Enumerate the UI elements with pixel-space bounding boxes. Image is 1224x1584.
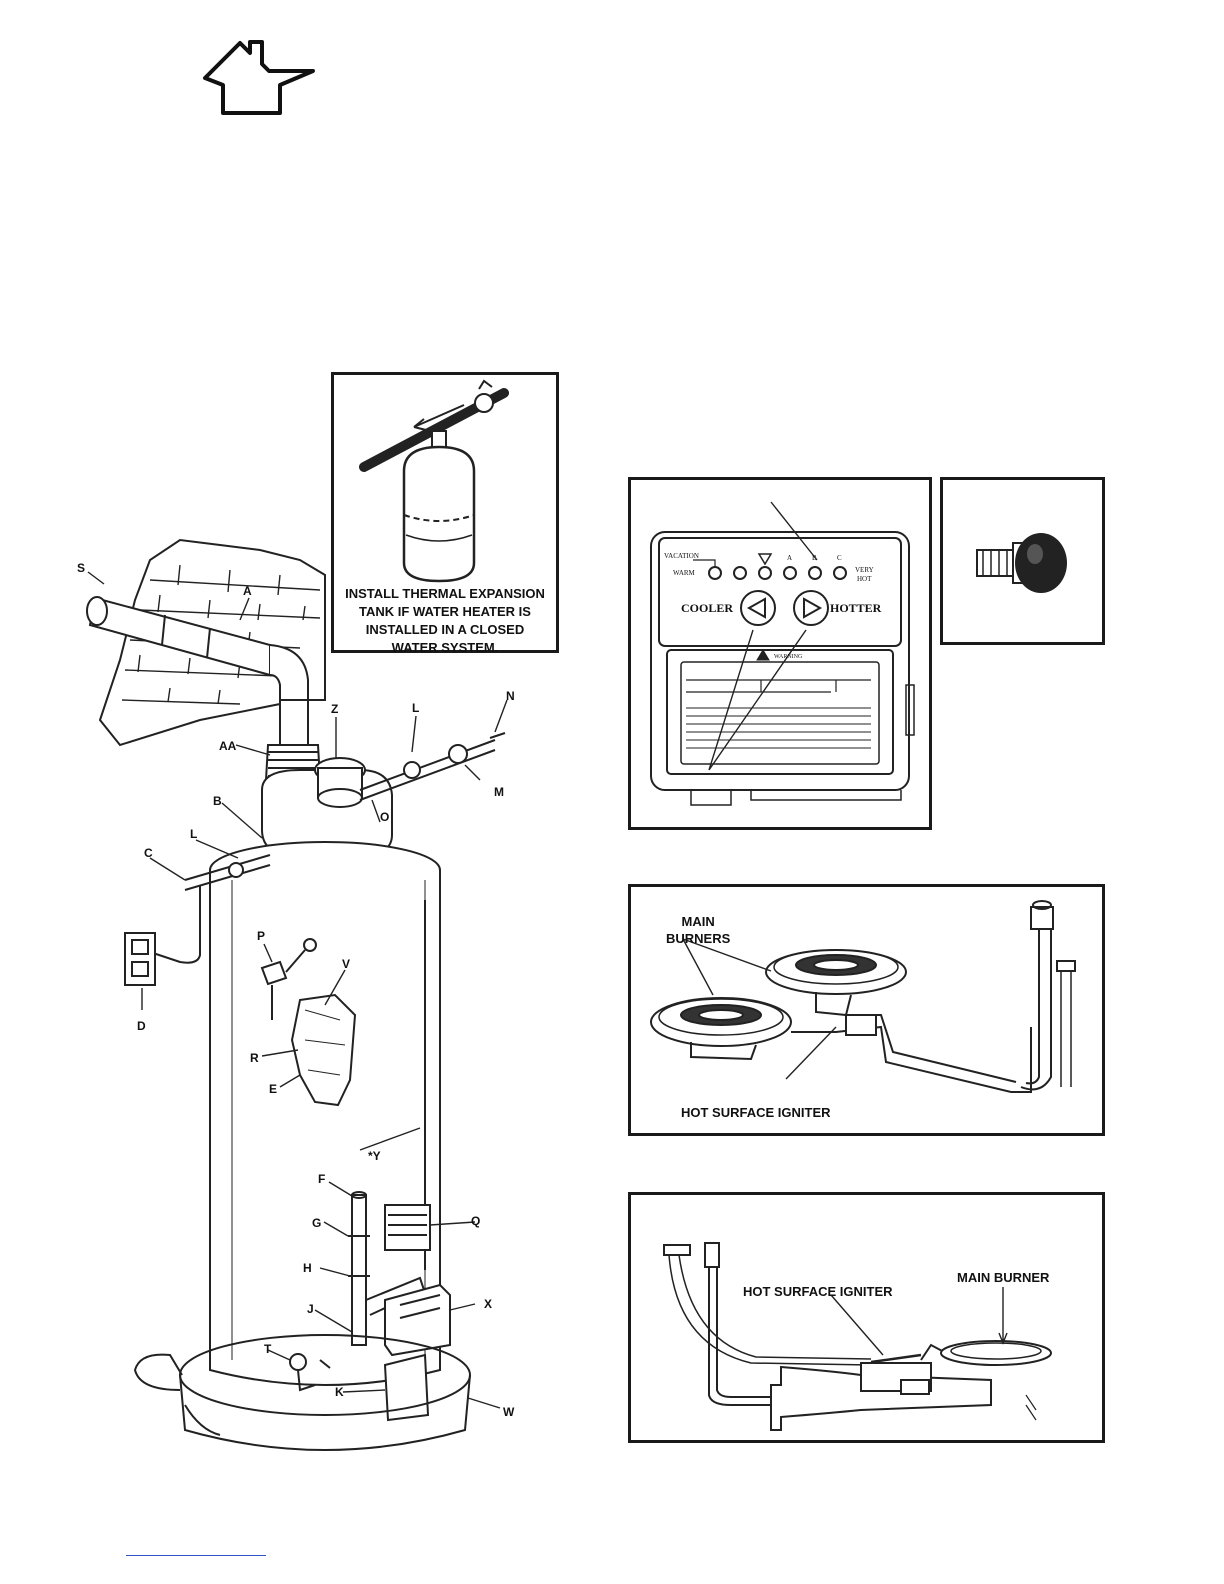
label-H: H: [303, 1262, 312, 1274]
hot-surface-igniter-label-2: HOT SURFACE IGNITER: [743, 1283, 893, 1300]
indicator-warm-label: WARM: [673, 569, 695, 577]
label-P: P: [257, 930, 265, 942]
label-G: G: [312, 1217, 321, 1229]
burner-box-1: MAIN BURNERS HOT SURFACE IGNITER: [628, 884, 1105, 1136]
knob-box: [940, 477, 1105, 645]
indicator-b-label: B: [812, 554, 817, 562]
cooler-label: COOLER: [681, 601, 733, 616]
label-T: T: [264, 1343, 271, 1355]
indicator-c-label: C: [837, 554, 842, 562]
label-Q: Q: [471, 1215, 480, 1227]
label-Y: *Y: [368, 1150, 381, 1162]
main-burners-line-1: MAIN: [666, 913, 730, 930]
label-AA: AA: [219, 740, 236, 752]
label-E: E: [269, 1083, 277, 1095]
indicator-very-label: VERY: [855, 566, 874, 574]
hotter-label: HOTTER: [830, 601, 881, 616]
label-L-left: L: [190, 828, 197, 840]
label-A: A: [243, 585, 252, 597]
label-B: B: [213, 795, 222, 807]
indicator-vacation-label: VACATION: [664, 552, 699, 560]
label-X: X: [484, 1298, 492, 1310]
label-J: J: [307, 1303, 314, 1315]
single-burner-illustration: [631, 1195, 1102, 1440]
indicator-hot-label: HOT: [857, 575, 871, 583]
label-C: C: [144, 847, 153, 859]
main-burner-label: MAIN BURNER: [957, 1269, 1049, 1286]
water-heater-illustration: [0, 0, 620, 1584]
label-S: S: [77, 562, 85, 574]
main-burners-line-2: BURNERS: [666, 930, 730, 947]
control-panel-box: VACATION WARM A B C VERY HOT COOLER HOTT…: [628, 477, 932, 830]
main-burners-label: MAIN BURNERS: [666, 913, 730, 947]
label-W: W: [503, 1406, 514, 1418]
hot-surface-igniter-label-1: HOT SURFACE IGNITER: [681, 1104, 831, 1121]
label-M: M: [494, 786, 504, 798]
label-L-top: L: [412, 702, 419, 714]
indicator-a-label: A: [787, 554, 792, 562]
label-Z: Z: [331, 703, 338, 715]
label-F: F: [318, 1173, 325, 1185]
label-N: N: [506, 690, 515, 702]
warning-label: WARNING: [774, 654, 802, 660]
footer-rule: [126, 1555, 266, 1556]
label-R: R: [250, 1052, 259, 1064]
knob-icon: [943, 480, 1102, 642]
burner-box-2: HOT SURFACE IGNITER MAIN BURNER: [628, 1192, 1105, 1443]
label-D: D: [137, 1020, 146, 1032]
label-V: V: [342, 958, 350, 970]
label-K: K: [335, 1386, 344, 1398]
label-O: O: [380, 811, 389, 823]
